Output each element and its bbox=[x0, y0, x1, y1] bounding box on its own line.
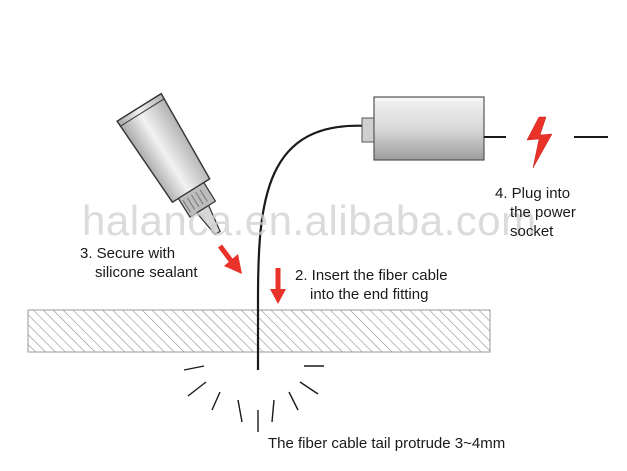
insert-arrow bbox=[270, 268, 286, 304]
step-secure-label: 3. Secure with silicone sealant bbox=[80, 244, 198, 282]
step-plug-line3: socket bbox=[510, 223, 554, 240]
step-secure-line2: silicone sealant bbox=[95, 264, 198, 281]
sealant-tube-icon bbox=[116, 92, 221, 236]
sealant-arrow bbox=[218, 244, 242, 274]
step-plug-line1: 4. Plug into bbox=[495, 185, 571, 202]
tail-protrude-label: The fiber cable tail protrude 3~4mm bbox=[268, 435, 506, 452]
step-plug-line2: the power bbox=[510, 204, 576, 221]
light-source-box bbox=[361, 96, 485, 161]
step-insert-line2: into the end fitting bbox=[310, 286, 429, 303]
step-secure-line1: 3. Secure with bbox=[80, 245, 176, 262]
lightning-bolt-icon bbox=[526, 116, 553, 169]
step-insert-label: 2. Insert the fiber cable into the end f… bbox=[295, 266, 448, 304]
step-insert-line1: 2. Insert the fiber cable bbox=[295, 267, 448, 284]
light-rays bbox=[183, 365, 324, 432]
watermark: halanca.en.alibaba.com bbox=[82, 197, 537, 244]
fiber-cable bbox=[256, 124, 369, 370]
step-plug-label: 4. Plug into the power socket bbox=[495, 184, 576, 241]
